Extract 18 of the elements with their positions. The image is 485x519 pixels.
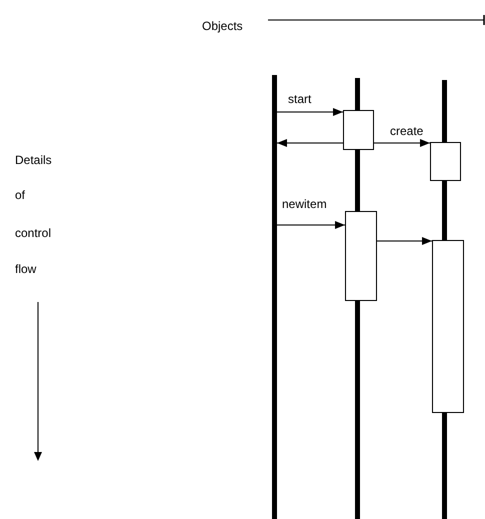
lifeline-bar: [272, 75, 277, 519]
message-arrow: [276, 139, 344, 147]
axis-label: Objects: [202, 19, 243, 33]
message-arrow: [374, 139, 430, 147]
annotation-text: Details: [15, 153, 52, 167]
activation-box: [430, 142, 461, 181]
message-arrow: [276, 108, 344, 116]
message-arrow: [376, 237, 432, 245]
message-arrow: [276, 221, 346, 229]
annotation-text: of: [15, 188, 26, 202]
edge-label: newitem: [282, 197, 327, 211]
annotation-text: flow: [15, 262, 36, 276]
annotation-text: control: [15, 226, 52, 240]
edge-label: start: [288, 92, 312, 106]
activation-box: [432, 240, 464, 413]
edge-label: create: [390, 124, 424, 138]
activation-box: [345, 211, 377, 301]
activation-box: [343, 110, 374, 150]
